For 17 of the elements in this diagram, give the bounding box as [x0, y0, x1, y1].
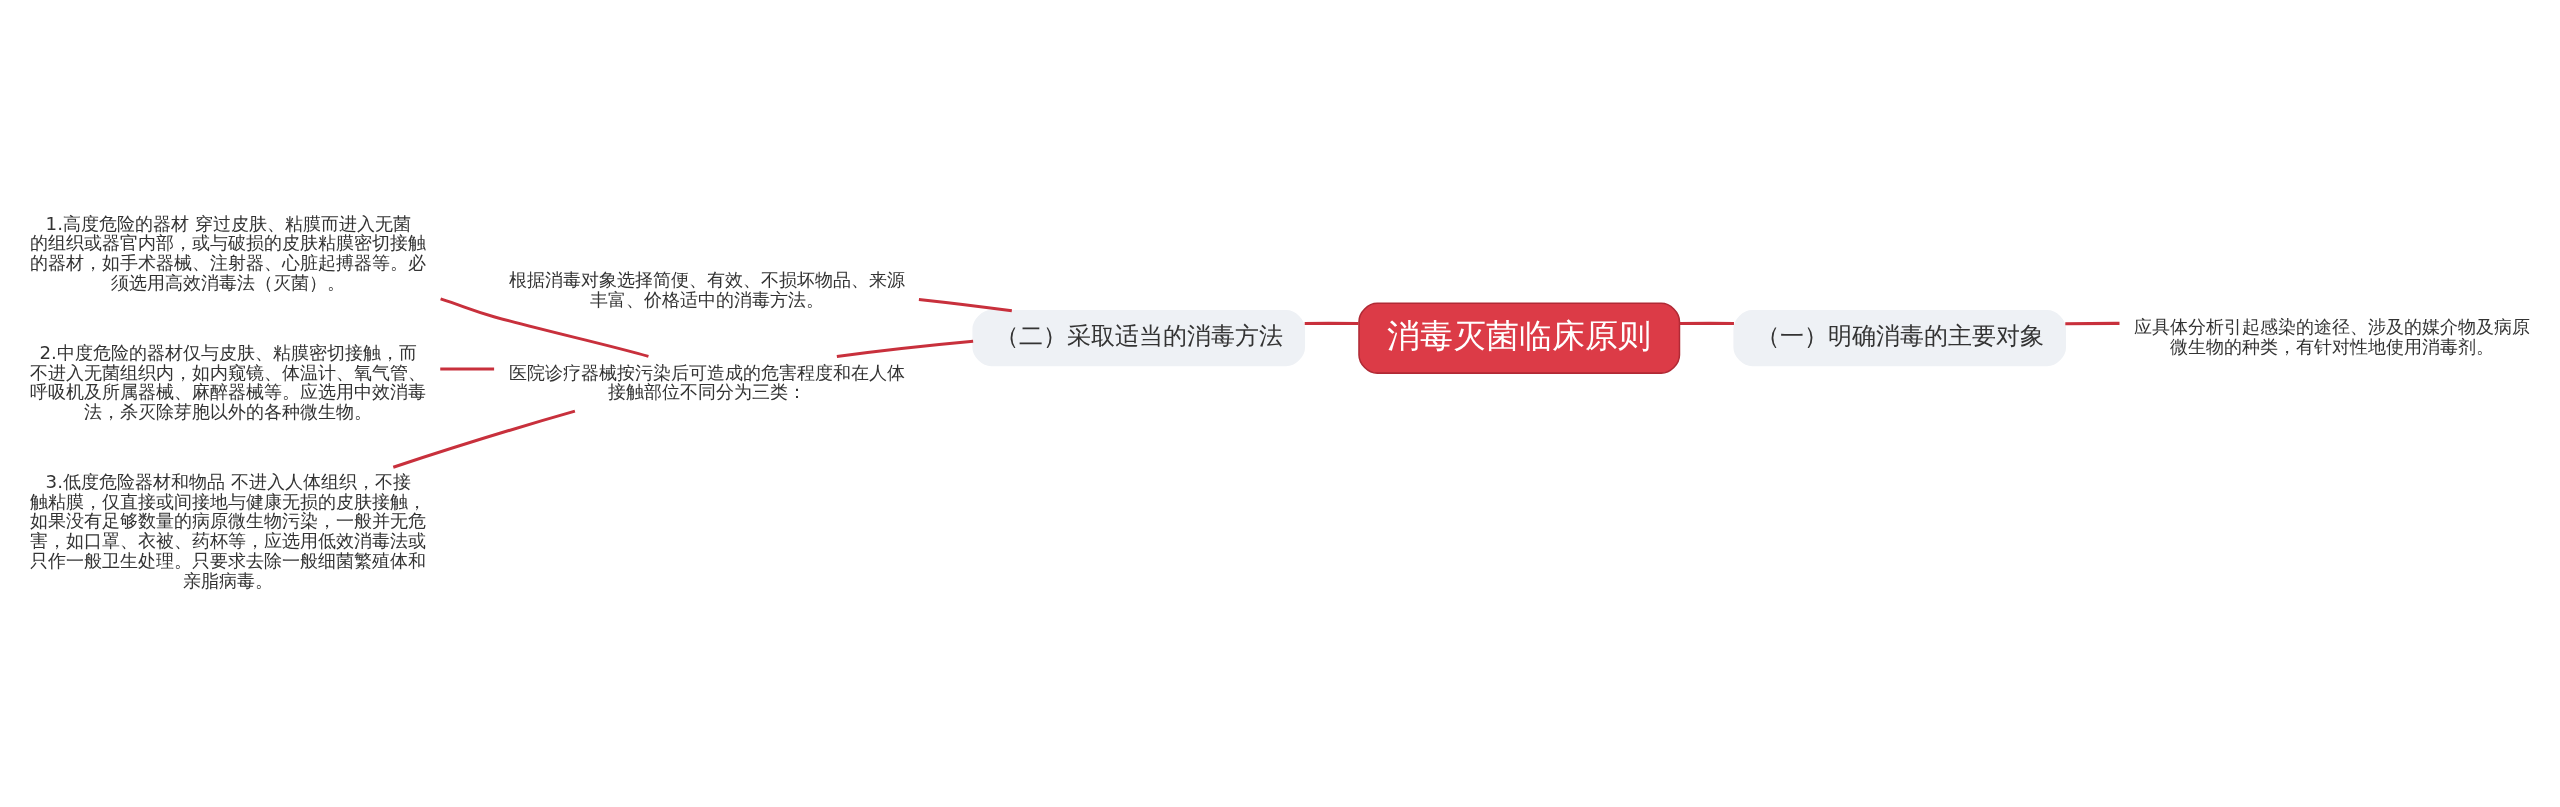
node-box: 消毒灭菌临床原则	[1358, 302, 1681, 374]
node-box: （二）采取适当的消毒方法	[972, 310, 1306, 367]
connector	[440, 297, 649, 358]
connector	[1304, 321, 1359, 326]
connector	[2065, 321, 2120, 326]
node-text: 根据消毒对象选择简便、有效、不损坏物品、来源丰富、价格适中的消毒方法。	[508, 268, 905, 310]
node-text: 医院诊疗器械按污染后可造成的危害程度和在人体接触部位不同分为三类：	[508, 361, 905, 403]
node-text: 3.低度危险器材和物品 不进入人体组织，不接触粘膜，仅直接或间接地与健康无损的皮肤接触，如果没有足够数量的病原微生物污染，一般并无危害，如口罩、衣被、药杯等，应选用低效消毒法或只作一般卫生处理。只要求去除一般细菌繁殖体和亲脂病毒。	[30, 470, 427, 591]
connector	[392, 409, 576, 469]
node-text: 1.高度危险的器材 穿过皮肤、粘膜而进入无菌的组织或器官内部，或与破损的皮肤粘膜密切接触的器材，如手术器械、注射器、心脏起搏器等。必须选用高效消毒法（灭菌）。	[30, 212, 427, 293]
connector	[1679, 321, 1734, 326]
connector	[918, 297, 1013, 313]
connector	[836, 339, 974, 358]
node-text: 应具体分析引起感染的途径、涉及的媒介物及病原微生物的种类，有针对性地使用消毒剂。	[2133, 316, 2530, 357]
node-text: 2.中度危险的器材仅与皮肤、粘膜密切接触，而不进入无菌组织内，如内窥镜、体温计、氧气管、呼吸机及所属器械、麻醉器械等。应选用中效消毒法，杀灭除芽胞以外的各种微生物。	[30, 341, 427, 423]
node-box: （一）明确消毒的主要对象	[1733, 310, 2067, 367]
connector	[440, 367, 495, 371]
